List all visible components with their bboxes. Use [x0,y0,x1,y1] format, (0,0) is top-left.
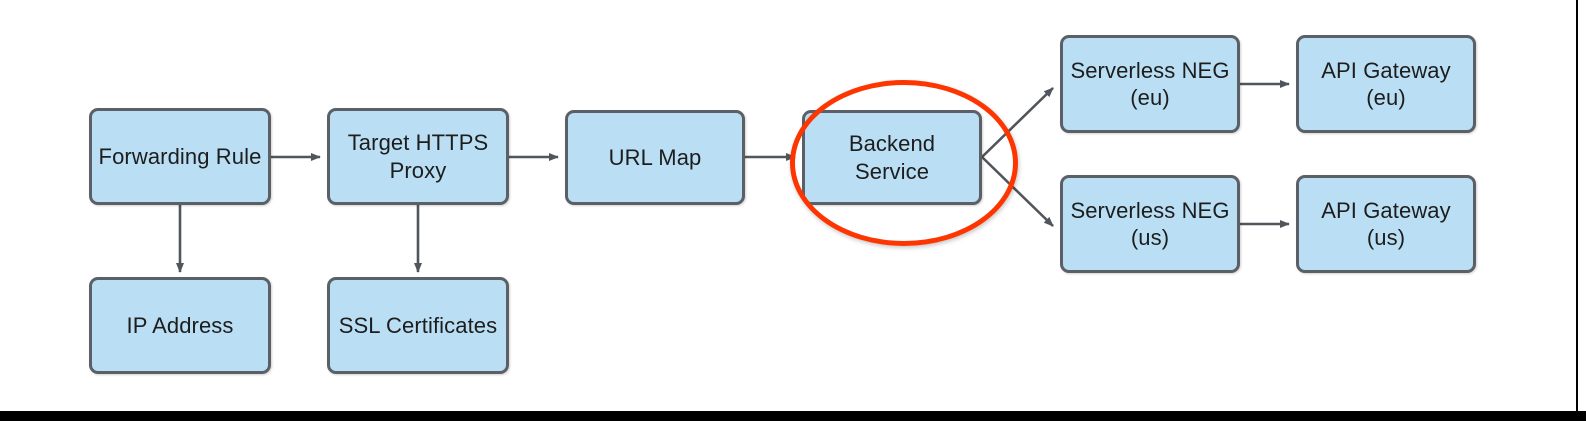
node-label: Serverless NEG (eu) [1070,57,1230,111]
node-forwarding-rule[interactable]: Forwarding Rule [89,108,271,205]
frame-right-border [1576,0,1578,421]
frame-bottom-border [0,411,1586,421]
node-label: URL Map [608,144,702,170]
node-target-https-proxy[interactable]: Target HTTPS Proxy [327,108,509,205]
node-api-gateway-eu[interactable]: API Gateway (eu) [1296,35,1476,133]
node-label: Target HTTPS Proxy [347,130,489,183]
node-label: IP Address [126,312,234,338]
node-label: API Gateway (eu) [1321,57,1451,111]
backend-service-highlight-ellipse [790,80,1018,246]
node-serverless-neg-us[interactable]: Serverless NEG (us) [1060,175,1240,273]
node-api-gateway-us[interactable]: API Gateway (us) [1296,175,1476,273]
node-label: Forwarding Rule [98,143,262,169]
node-ip-address[interactable]: IP Address [89,277,271,374]
node-url-map[interactable]: URL Map [565,110,745,205]
node-label: API Gateway (us) [1321,197,1451,251]
node-ssl-certificates[interactable]: SSL Certificates [327,277,509,374]
node-label: Serverless NEG (us) [1070,197,1230,251]
node-serverless-neg-eu[interactable]: Serverless NEG (eu) [1060,35,1240,133]
node-label: SSL Certificates [338,312,498,338]
